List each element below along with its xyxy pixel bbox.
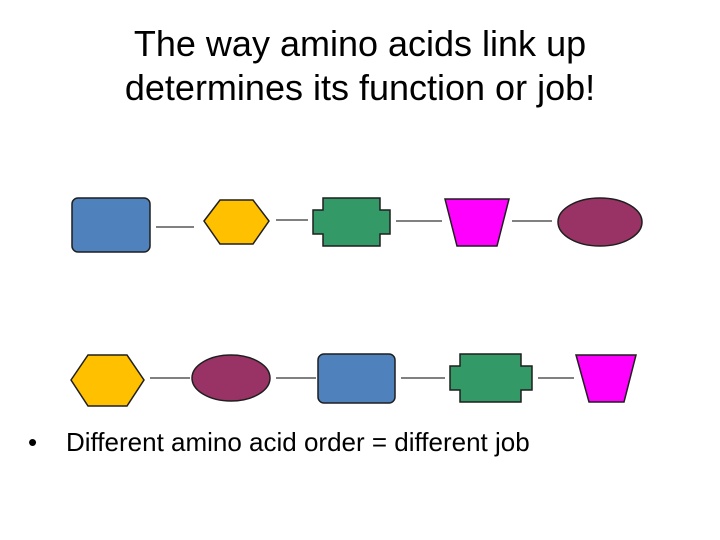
green-cross-block-amino-acid	[312, 197, 391, 247]
blue-rounded-square-amino-acid	[71, 197, 151, 253]
bullet-symbol: •	[28, 427, 38, 457]
magenta-trapezoid-amino-acid	[444, 198, 510, 247]
amino-acid-chain-2	[70, 353, 637, 407]
green-cross-block-amino-acid	[449, 353, 533, 403]
yellow-hexagon-amino-acid	[70, 354, 145, 407]
title-line-2: determines its function or job!	[124, 67, 596, 108]
bullet-text: Different amino acid order = different j…	[66, 427, 530, 457]
blue-rounded-square-amino-acid	[317, 353, 396, 404]
magenta-trapezoid-amino-acid	[575, 354, 637, 403]
purple-ellipse-amino-acid	[557, 197, 643, 247]
amino-acid-chain-1	[71, 197, 643, 253]
bullet-item: • Different amino acid order = different …	[28, 422, 530, 462]
slide-title: The way amino acids link up determines i…	[60, 22, 660, 110]
title-line-1: The way amino acids link up	[133, 23, 587, 64]
purple-ellipse-amino-acid	[191, 354, 271, 402]
yellow-hexagon-amino-acid	[203, 199, 270, 245]
